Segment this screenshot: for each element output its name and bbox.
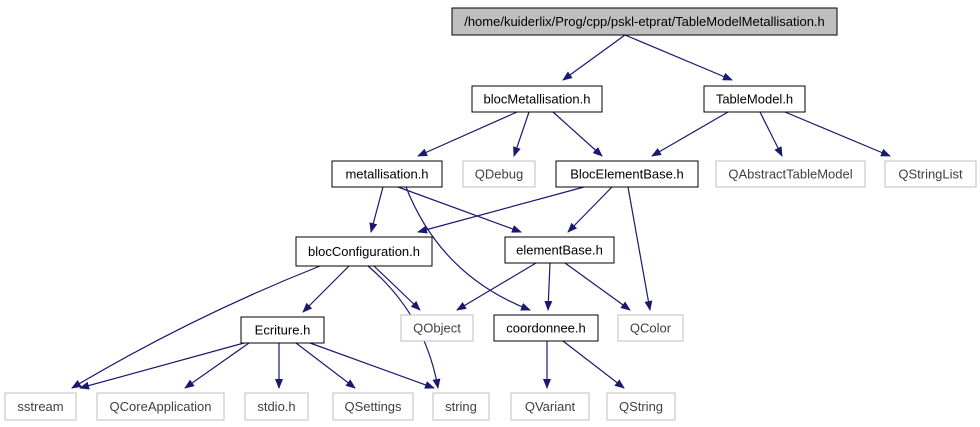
edge-Ecriture-to-QSettings [295,342,356,389]
node-blocConfiguration[interactable]: blocConfiguration.h [295,236,433,267]
node-box [462,160,536,188]
edge-blocMetallisation-to-BlocElementBase [552,111,603,157]
edge-blocConfiguration-to-QObject [373,265,421,311]
node-box [703,85,806,113]
node-string: string [432,392,490,421]
node-QVariant: QVariant [510,392,590,421]
node-box [451,7,838,36]
edge-elementBase-to-QObject [456,262,537,311]
node-label: QDebug [475,167,523,182]
node-elementBase[interactable]: elementBase.h [504,236,615,264]
node-label: metallisation.h [345,167,428,182]
node-box [715,160,866,188]
node-label: QObject [413,321,461,336]
node-label: QCoreApplication [110,399,212,414]
node-box [295,236,433,267]
node-box [4,392,77,421]
node-box [240,316,325,344]
node-label: string [445,399,477,414]
node-box [504,236,615,264]
node-label: BlocElementBase.h [570,167,683,182]
node-box [244,392,309,421]
node-Ecriture[interactable]: Ecriture.h [240,316,325,344]
node-box [96,392,225,421]
node-label: sstream [17,399,63,414]
edge-elementBase-to-QColor [564,262,631,311]
node-label: QColor [630,321,672,336]
node-label: QVariant [525,399,576,414]
edge-elementBase-to-coordonnee [544,262,553,311]
edge-blocConfiguration-to-Ecriture [302,265,350,313]
node-QSettings: QSettings [332,392,414,421]
edge-BlocElementBase-to-blocConfiguration [417,186,585,234]
node-root[interactable]: /home/kuiderlix/Prog/cpp/pskl-etprat/Tab… [451,7,838,36]
node-label: QString [619,399,663,414]
node-box [555,160,699,188]
node-label: QAbstractTableModel [728,167,852,182]
node-box [606,392,676,421]
edge-metallisation-to-blocConfiguration [369,186,384,233]
node-coordonnee[interactable]: coordonnee.h [493,314,599,342]
node-label: blocMetallisation.h [484,92,591,107]
node-QObject: QObject [400,314,474,342]
node-label: stdio.h [257,399,295,414]
edge-blocMetallisation-to-QDebug [513,111,530,157]
node-box [432,392,490,421]
node-QAbstractTableModel: QAbstractTableModel [715,160,866,188]
edge-root-to-blocMetallisation [562,34,626,81]
node-label: /home/kuiderlix/Prog/cpp/pskl-etprat/Tab… [464,14,825,29]
node-label: coordonnee.h [506,321,586,336]
edge-TableModel-to-BlocElementBase [651,111,729,157]
node-metallisation[interactable]: metallisation.h [331,160,443,188]
edge-Ecriture-to-sstream [79,342,245,390]
edge-BlocElementBase-to-QColor [627,186,653,311]
node-box [884,160,977,188]
edge-Ecriture-to-string [309,342,435,389]
node-QColor: QColor [617,314,684,342]
edge-metallisation-to-coordonnee [405,186,531,311]
node-BlocElementBase[interactable]: BlocElementBase.h [555,160,699,188]
edge-BlocElementBase-to-elementBase [567,186,613,233]
nodes-layer: /home/kuiderlix/Prog/cpp/pskl-etprat/Tab… [4,7,977,421]
node-box [332,392,414,421]
node-label: QStringList [898,167,963,182]
node-box [471,85,603,113]
node-sstream: sstream [4,392,77,421]
node-label: Ecriture.h [255,323,311,338]
node-box [331,160,443,188]
edge-TableModel-to-QStringList [784,111,891,157]
node-label: TableModel.h [716,92,793,107]
edge-root-to-TableModel [624,34,733,81]
node-label: QSettings [344,399,402,414]
node-QCoreApplication: QCoreApplication [96,392,225,421]
node-box [617,314,684,342]
node-QString: QString [606,392,676,421]
node-box [510,392,590,421]
node-label: blocConfiguration.h [308,244,420,259]
node-box [400,314,474,342]
node-QStringList: QStringList [884,160,977,188]
edge-TableModel-to-QAbstractTableModel [759,111,783,157]
node-stdio: stdio.h [244,392,309,421]
node-label: elementBase.h [516,243,603,258]
edge-coordonnee-to-QString [562,340,625,389]
edge-blocMetallisation-to-metallisation [417,111,518,157]
edge-blocConfiguration-to-sstream [71,265,321,389]
node-TableModel[interactable]: TableModel.h [703,85,806,113]
node-blocMetallisation[interactable]: blocMetallisation.h [471,85,603,113]
node-QDebug: QDebug [462,160,536,188]
edge-Ecriture-to-QCoreApplication [184,342,250,389]
edge-metallisation-to-elementBase [397,186,522,233]
node-box [493,314,599,342]
